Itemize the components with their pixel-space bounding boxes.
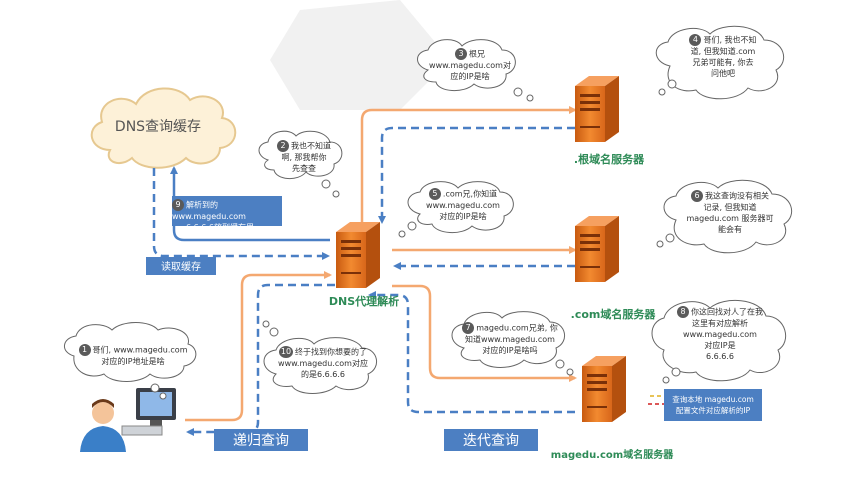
note-5-line-1: .com兄,你知道 [442,189,498,199]
note-2-line-2: 啊, 那我帮你 [281,153,327,162]
dns-cache-label: DNS查询缓存 [115,119,201,135]
note-5-line-3: 对应的IP是啥 [439,212,487,221]
note-8-line-4: 对应IP是 [704,341,736,350]
note-3-line-3: 应的IP是啥 [450,72,490,81]
local-lookup-line-2: 配置文件对应解析的IP [675,406,751,415]
note-8-line-1: 你这回找对人了在我 [691,307,763,317]
magedu-server-label: magedu.com域名服务器 [551,448,674,461]
note-8-line-3: www.magedu.com [683,330,757,339]
note-9-line-1: 解析到的www.magedu.com [172,200,246,222]
note-3-number: 3 [455,48,467,60]
proxy-label: DNS代理解析 [329,294,399,308]
note-4-line-1: 哥们, 我也不知 [703,35,757,45]
watermark-logo [270,0,450,110]
root-server-icon [575,76,619,142]
note-5-number: 5 [428,188,441,200]
iterative-label: 迭代查询 [463,433,519,449]
note-5: 5.com兄,你知道 www.magedu.com 对应的IP是啥 [416,188,510,222]
cloud-1 [64,322,197,382]
note-6-number: 6 [691,190,703,202]
client-computer-icon [121,388,176,436]
arrow-client-to-proxy [185,271,332,422]
cloud-8 [651,299,787,382]
note-4-line-2: 道, 但我知道.com [690,47,756,56]
note-9-line-2: 6.6.6.6放到缓存里 [186,223,254,232]
note-1-line-1: 哥们, www.magedu.com [92,345,188,355]
local-lookup-box [664,389,762,421]
note-6-line-3: magedu.com 服务器可 [686,214,774,223]
arrow-proxy-to-magedu [392,284,577,382]
recursive-label: 递归查询 [233,432,289,449]
com-server-label: .com域名服务器 [571,307,657,321]
local-lookup-text: 查询本地 magedu.com 配置文件对应解析的IP [664,394,762,416]
note-6-line-4: 能会有 [718,225,742,234]
note-2-line-3: 先查查 [292,164,316,173]
cloud-3 [417,39,516,91]
note-10-number: 10 [279,346,293,358]
arrow-root-to-proxy [378,126,575,224]
arrow-proxy-to-cache [170,166,330,242]
note-4-line-4: 问他吧 [711,69,735,78]
arrow-cache-to-proxy [152,168,330,260]
dns-cache-cloud: DNS查询缓存 [90,87,237,169]
proxy-server-icon [336,222,380,288]
note-10-line-1: 终于找到你想要的了 [295,347,367,357]
recursive-label-box: 递归查询 [214,429,308,451]
note-8-line-5: 6.6.6.6 [706,352,734,361]
read-cache-box: 读取缓存 [146,257,216,275]
note-1-line-2: 对应的IP地址是啥 [101,357,165,366]
note-2-number: 2 [277,140,289,152]
iterative-label-box: 迭代查询 [444,429,538,451]
note-8-line-2: 这里有对应解析 [692,319,748,328]
note-6-line-2: 记录, 但我知道 [703,203,757,212]
note-8-number: 8 [677,306,689,318]
magedu-server-icon [582,356,626,422]
note-2-line-1: 我也不知道 [291,141,331,151]
note-4-line-3: 兄弟可能有, 你去 [692,58,754,67]
note-6-line-1: 我这查询没有相关 [705,191,769,201]
note-7-number: 7 [462,322,475,334]
note-1-number: 1 [78,344,91,356]
cloud-4 [655,25,785,100]
arrow-magedu-to-proxy [368,291,575,414]
root-server-label: .根域名服务器 [574,152,645,166]
note-5-line-2: www.magedu.com [426,201,500,210]
note-7-line-2: 知道www.magedu.com [465,335,555,344]
note-7-line-3: 对应的IP是啥吗 [482,346,538,355]
note-4-number: 4 [689,34,702,46]
note-10-line-2: www.magedu.com对应 [278,359,368,368]
note-3-line-2: www.magedu.com对 [429,61,511,70]
cloud-7 [451,311,565,368]
note-3-line-1: 根兄 [469,49,485,59]
client-user-icon [80,399,126,452]
note-10-line-3: 的是6.6.6.6 [301,370,345,379]
note-7-line-1: magedu.com兄弟, 你 [476,323,558,333]
arrow-proxy-to-root [360,106,577,232]
note-9-box [172,196,282,226]
note-9-number: 9 [172,199,184,211]
com-server-icon [575,216,619,282]
read-cache-label: 读取缓存 [161,260,201,273]
local-lookup-line-1: 查询本地 magedu.com [672,395,754,404]
